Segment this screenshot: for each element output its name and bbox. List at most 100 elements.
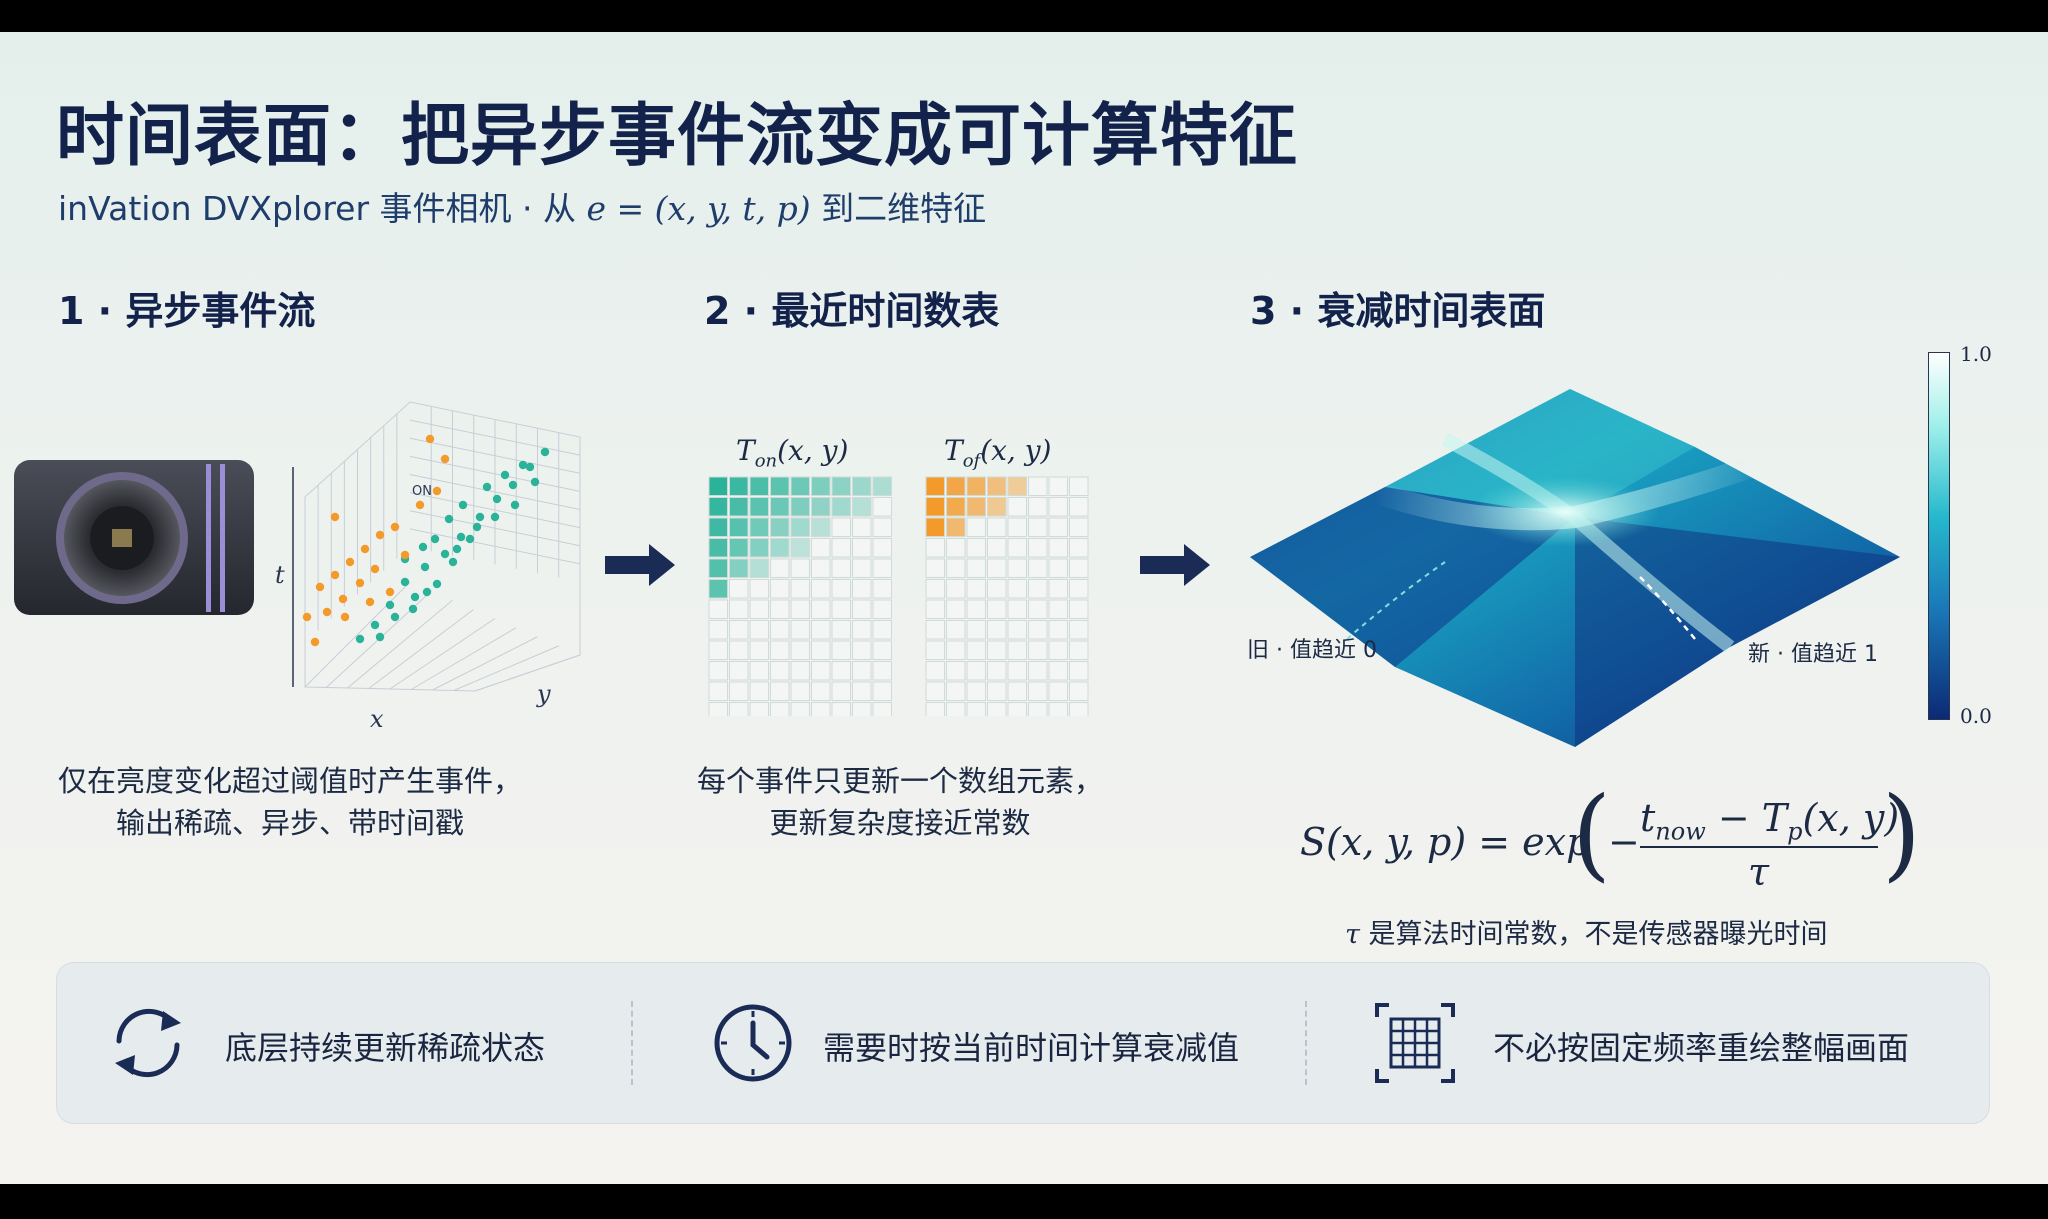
on-event-point xyxy=(518,460,528,470)
timestamp-cell xyxy=(729,558,749,578)
off-timestamp-grid xyxy=(925,476,1089,716)
timestamp-cell xyxy=(1048,620,1068,640)
formula-numerator: tnow − Tp(x, y) xyxy=(1640,796,1899,846)
off-event-point xyxy=(345,557,355,567)
timestamp-cell xyxy=(1007,538,1027,558)
page-title: 时间表面：把异步事件流变成可计算特征 xyxy=(56,97,1299,176)
grid-on-label-args: (x, y) xyxy=(777,434,849,467)
summary-divider-1 xyxy=(631,1001,633,1085)
timestamp-cell xyxy=(790,702,810,716)
timestamp-cell xyxy=(770,599,790,619)
axis-label-y: y xyxy=(536,680,551,708)
on-event-point xyxy=(355,634,365,644)
axis-label-t: t xyxy=(275,561,285,589)
timestamp-cell xyxy=(1028,497,1048,517)
timestamp-cell xyxy=(729,620,749,640)
timestamp-cell xyxy=(852,702,872,716)
off-event-point xyxy=(338,594,348,604)
timestamp-cell xyxy=(946,702,966,716)
subtitle-formula: e = (x, y, t, p) xyxy=(586,189,811,228)
timestamp-cell xyxy=(729,579,749,599)
grid-on-label-main: T xyxy=(736,434,755,467)
colorbar xyxy=(1928,352,1950,720)
timestamp-cell xyxy=(852,661,872,681)
timestamp-cell xyxy=(749,702,769,716)
formula-paren-right: ) xyxy=(1882,775,1922,892)
timestamp-cell xyxy=(749,579,769,599)
timestamp-cell xyxy=(1069,538,1089,558)
timestamp-cell xyxy=(811,558,831,578)
timestamp-cell xyxy=(770,579,790,599)
timestamp-cell xyxy=(852,681,872,701)
on-event-point xyxy=(418,542,428,552)
timestamp-cell xyxy=(1007,599,1027,619)
timestamp-cell xyxy=(946,681,966,701)
timestamp-cell xyxy=(987,538,1007,558)
section-2-caption: 每个事件只更新一个数组元素， 更新复杂度接近常数 xyxy=(640,760,1160,844)
off-event-point xyxy=(302,612,312,622)
formula-denominator: τ xyxy=(1748,850,1770,894)
timestamp-cell xyxy=(946,599,966,619)
timestamp-cell xyxy=(770,476,790,496)
timestamp-cell xyxy=(987,640,1007,660)
timestamp-cell xyxy=(729,538,749,558)
timestamp-cell xyxy=(729,476,749,496)
on-event-point xyxy=(370,620,380,630)
timestamp-cell xyxy=(708,681,728,701)
off-event-point xyxy=(310,637,320,647)
summary-item-1-text: 底层持续更新稀疏状态 xyxy=(225,1029,546,1067)
section-2-caption-line-2: 更新复杂度接近常数 xyxy=(769,806,1031,840)
off-event-point xyxy=(400,550,410,560)
timestamp-cell xyxy=(1028,681,1048,701)
timestamp-cell xyxy=(708,599,728,619)
timestamp-cell xyxy=(1028,702,1048,716)
timestamp-cell xyxy=(811,620,831,640)
timestamp-cell xyxy=(1069,681,1089,701)
timestamp-cell xyxy=(852,558,872,578)
timestamp-cell xyxy=(1048,497,1068,517)
timestamp-cell xyxy=(852,640,872,660)
timestamp-cell xyxy=(831,702,851,716)
timestamp-cell xyxy=(770,538,790,558)
timestamp-cell xyxy=(1048,640,1068,660)
old-value-label: 旧 · 值趋近 0 xyxy=(1247,638,1377,663)
on-event-point xyxy=(375,632,385,642)
on-event-point xyxy=(390,612,400,622)
on-timestamp-grid xyxy=(708,476,892,716)
on-event-point xyxy=(385,600,395,610)
timestamp-cell xyxy=(852,538,872,558)
timestamp-cell xyxy=(966,476,986,496)
timestamp-cell xyxy=(987,702,1007,716)
timestamp-cell xyxy=(749,640,769,660)
off-event-point xyxy=(425,434,435,444)
timestamp-cell xyxy=(790,517,810,537)
event-camera-image xyxy=(14,460,254,615)
timestamp-cell xyxy=(790,497,810,517)
tau-note: τ 是算法时间常数，不是传感器曝光时间 xyxy=(1345,912,1828,951)
timestamp-cell xyxy=(729,640,749,660)
timestamp-cell xyxy=(749,517,769,537)
timestamp-cell xyxy=(872,661,892,681)
timestamp-cell xyxy=(852,620,872,640)
off-event-point xyxy=(365,597,375,607)
timestamp-cell xyxy=(729,681,749,701)
timestamp-cell xyxy=(831,599,851,619)
timestamp-cell xyxy=(946,497,966,517)
off-event-point xyxy=(390,522,400,532)
timestamp-cell xyxy=(1028,538,1048,558)
on-event-point xyxy=(456,532,466,542)
timestamp-cell xyxy=(790,681,810,701)
section-3-heading: 3 · 衰减时间表面 xyxy=(1250,289,1546,333)
timestamp-cell xyxy=(852,579,872,599)
timestamp-cell xyxy=(729,661,749,681)
off-event-point xyxy=(322,607,332,617)
timestamp-cell xyxy=(1069,620,1089,640)
timestamp-cell xyxy=(925,476,945,496)
timestamp-cell xyxy=(872,558,892,578)
grid-off-label-args: (x, y) xyxy=(980,434,1052,467)
timestamp-cell xyxy=(925,538,945,558)
timestamp-cell xyxy=(708,517,728,537)
timestamp-cell xyxy=(1028,476,1048,496)
timestamp-cell xyxy=(770,702,790,716)
timestamp-cell xyxy=(708,620,728,640)
